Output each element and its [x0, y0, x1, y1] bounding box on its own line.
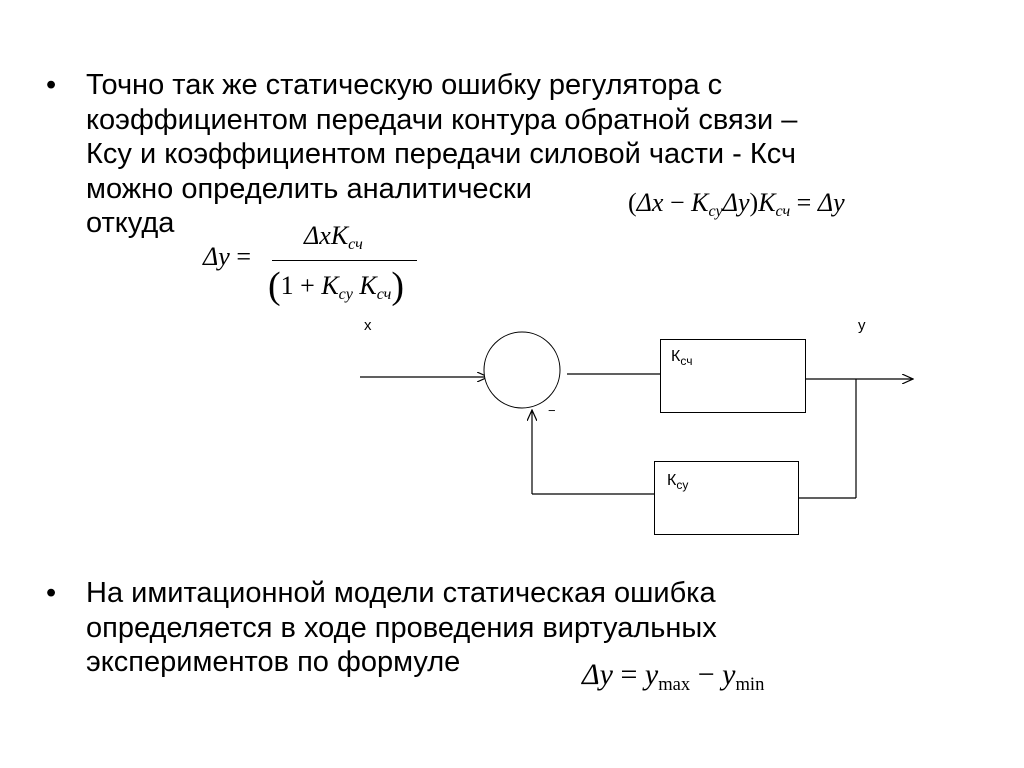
- block-ksu: [654, 461, 799, 535]
- bullet-1-line-5: откуда: [86, 207, 175, 239]
- fraction-bar: [272, 260, 417, 261]
- block-ksch: [660, 339, 806, 413]
- bullet-2-line-2: определяется в ходе проведения виртуальн…: [86, 611, 717, 644]
- bullet-1-line-2: коэффициентом передачи контура обратной …: [86, 103, 798, 136]
- bullet-1-line-1: Точно так же статическую ошибку регулято…: [86, 69, 723, 101]
- bullet-2-line-1: На имитационной модели статическая ошибк…: [86, 577, 716, 609]
- output-label-y: y: [858, 317, 866, 334]
- feedback-minus-sign: −: [548, 403, 556, 418]
- block-ksch-label: Ксч: [671, 348, 693, 368]
- formula-dy-lhs: Δy =: [203, 242, 251, 271]
- formula-dy-denominator: (1 + Kсу Kсч): [268, 265, 404, 307]
- input-label-x: x: [364, 317, 372, 334]
- bullet-1-line-4: можно определить аналитически: [86, 172, 532, 205]
- bullet-marker-1: •: [46, 69, 57, 101]
- summing-junction: [483, 331, 561, 409]
- bullet-marker-2: •: [46, 577, 57, 609]
- bullet-2-text: На имитационной модели статическая ошибк…: [86, 576, 717, 680]
- formula-dy-max-min: Δy = ymax − ymin: [582, 658, 765, 695]
- block-ksu-label: Ксу: [667, 472, 689, 492]
- bullet-1-text: Точно так же статическую ошибку регулято…: [86, 68, 797, 241]
- formula-static-error: (Δx − KсуΔy)Kсч = Δy: [628, 188, 845, 220]
- formula-dy-numerator: ΔxKсч: [304, 221, 363, 253]
- bullet-1-line-3: Ксу и коэффициентом передачи силовой час…: [86, 138, 797, 170]
- bullet-2-line-3: экспериментов по формуле: [86, 646, 461, 678]
